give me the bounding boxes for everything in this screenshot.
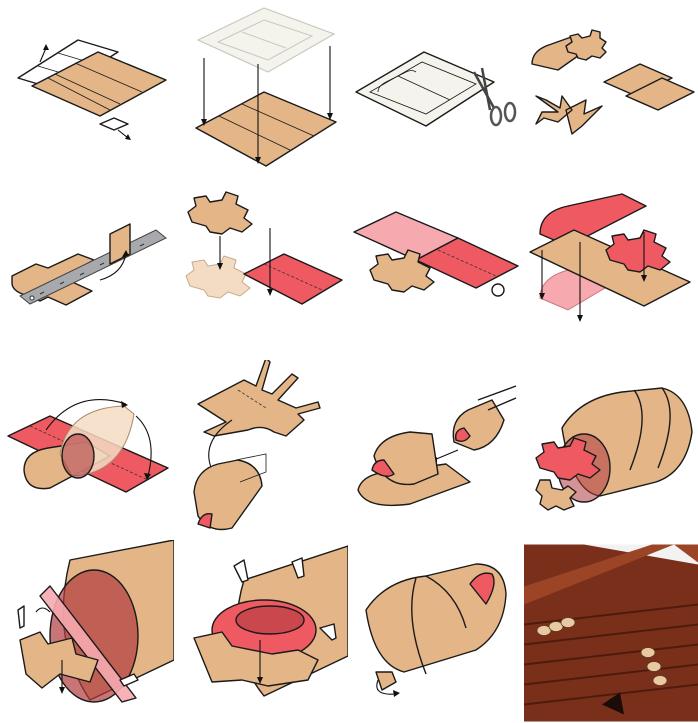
cardboard-sheet [196, 92, 336, 166]
folded-flap [110, 224, 130, 264]
step-7-join-parts [348, 180, 522, 360]
head-cone [453, 400, 504, 450]
legs-piece [536, 96, 602, 134]
red-panel [244, 254, 342, 304]
step-1-lay-sheet [0, 0, 174, 180]
step-8-add-wing [522, 180, 696, 360]
staple-icon [234, 560, 248, 582]
body-panel [198, 360, 320, 436]
gear-ghost [186, 256, 250, 298]
step-9-fold-body [0, 360, 174, 540]
gear-piece [188, 192, 252, 234]
step-5-score-with-ruler [0, 180, 174, 360]
foot-tab [376, 672, 396, 690]
step-15-finished-shape [348, 540, 522, 720]
step-4-cut-pieces [522, 0, 696, 180]
step-12-close-body [522, 360, 696, 540]
step-11-insert-head [348, 360, 522, 540]
step-16-mounted-photo [524, 543, 698, 720]
step-3-cut-template [348, 0, 522, 180]
step-14-staple-right [174, 540, 348, 720]
step-13-staple-left [0, 540, 174, 720]
step-10-attach-head [174, 360, 348, 540]
paper-template [198, 8, 334, 72]
staple-icon [18, 606, 24, 628]
step-2-place-template [174, 0, 348, 180]
offcut-piece [100, 118, 128, 130]
body-end [62, 434, 94, 478]
step-6-trace-parts [174, 180, 348, 360]
